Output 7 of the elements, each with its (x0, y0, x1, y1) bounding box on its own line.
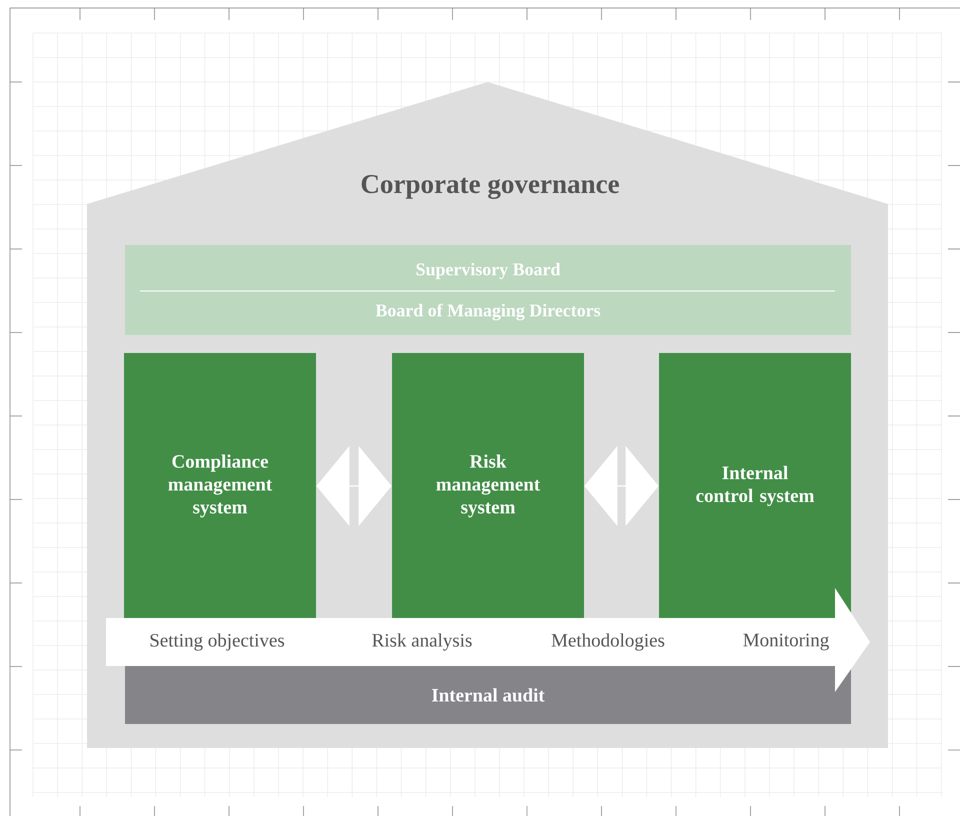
system-box: Internal control system (659, 353, 851, 619)
system-box: Risk management system (392, 353, 584, 619)
double-arrow (316, 446, 392, 526)
audit-bar: Internal audit (125, 666, 851, 724)
board-band: Supervisory Board Board of Managing Directors (125, 245, 851, 335)
double-arrow (584, 446, 659, 526)
system-box: Compliance management system (124, 353, 316, 619)
